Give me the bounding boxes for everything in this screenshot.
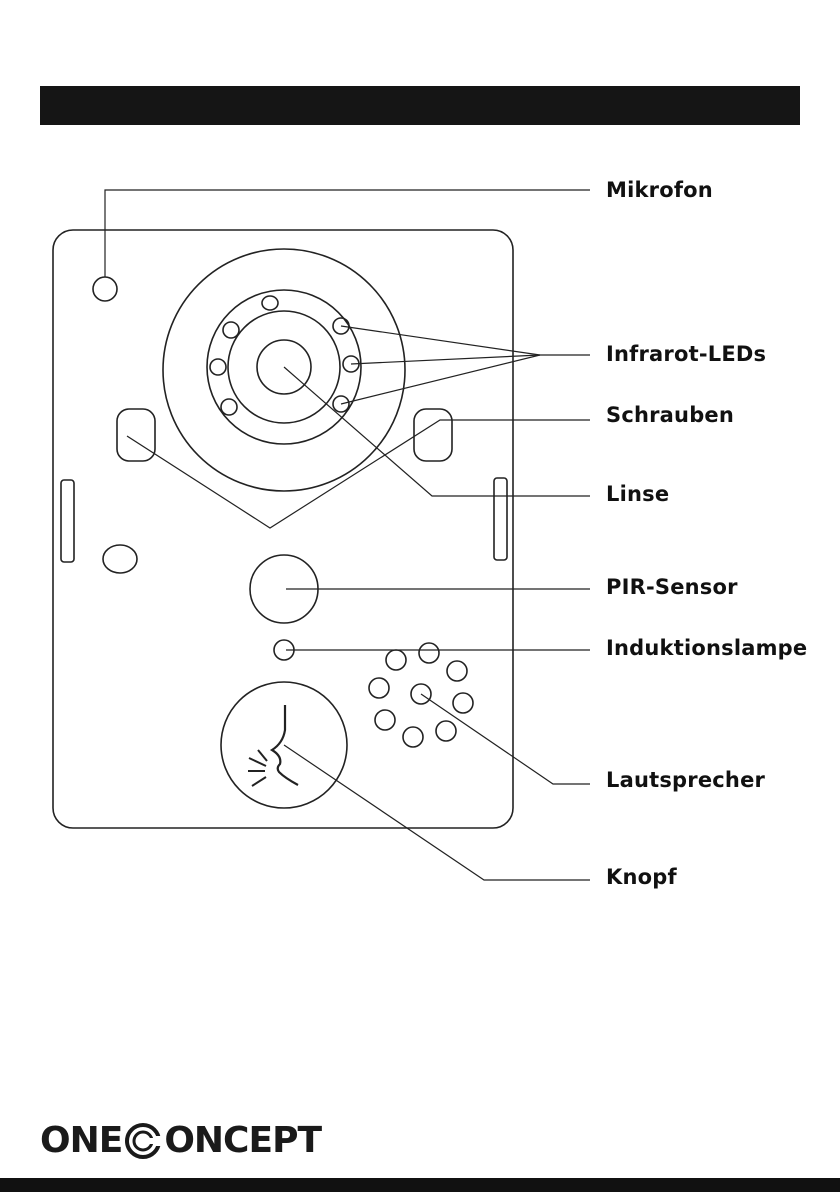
label-lautsprecher: Lautsprecher [606, 768, 765, 792]
speaker-hole [369, 678, 389, 698]
leader-mikrofon [105, 190, 590, 277]
leader-schrauben [127, 420, 590, 528]
label-pir-sensor: PIR-Sensor [606, 575, 738, 599]
label-schrauben: Schrauben [606, 403, 734, 427]
sound-wave [249, 758, 266, 766]
logo-text-right: ONCEPT [164, 1120, 321, 1161]
leader-ir [341, 355, 540, 404]
sound-wave [252, 777, 266, 786]
speaker-hole [403, 727, 423, 747]
leader-ir [341, 326, 540, 355]
label-induktionslampe: Induktionslampe [606, 636, 807, 660]
leader-knopf [284, 745, 590, 880]
speaker-hole [386, 650, 406, 670]
ir-led [223, 322, 239, 338]
leader-ir [351, 355, 540, 364]
speaker-hole [453, 693, 473, 713]
bottom-bar [0, 1178, 840, 1192]
speaker-hole [436, 721, 456, 741]
ir-led-top [262, 296, 278, 310]
label-infrarot-leds: Infrarot-LEDs [606, 342, 766, 366]
screw-slot-right [414, 409, 452, 461]
sound-wave [258, 750, 267, 761]
speaker-hole [375, 710, 395, 730]
microphone-hole [93, 277, 117, 301]
ir-led [221, 399, 237, 415]
ir-led [210, 359, 226, 375]
leader-linse [284, 367, 590, 496]
speaker-hole [419, 643, 439, 663]
logo-text-left: ONE [40, 1120, 122, 1161]
screw-slot-left [117, 409, 155, 461]
right-rail [494, 478, 507, 560]
label-linse: Linse [606, 482, 669, 506]
camera-outer-ring [163, 249, 405, 491]
label-mikrofon: Mikrofon [606, 178, 713, 202]
logo-c-mark [123, 1121, 163, 1161]
oneconcept-logo: ONE ONCEPT [40, 1120, 321, 1161]
speaker-hole [447, 661, 467, 681]
leader-lautsprecher [421, 694, 590, 784]
left-rail [61, 480, 74, 562]
label-knopf: Knopf [606, 865, 677, 889]
small-oval [103, 545, 137, 573]
